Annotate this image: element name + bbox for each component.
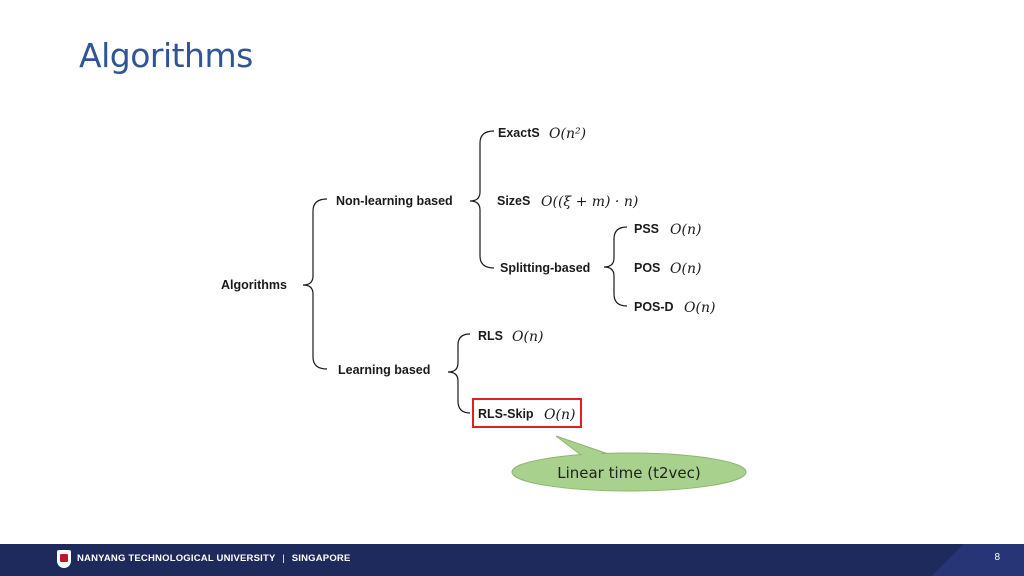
callout-text: Linear time (t2vec) bbox=[557, 464, 701, 482]
page-number: 8 bbox=[994, 552, 1000, 563]
linear-time-callout: Linear time (t2vec) bbox=[511, 435, 747, 492]
university-label: NANYANG TECHNOLOGICAL UNIVERSITY bbox=[77, 553, 276, 564]
footer-accent bbox=[914, 544, 1024, 576]
exacts-complexity: O(n²) bbox=[549, 126, 586, 142]
non-learning-label: Non-learning based bbox=[336, 194, 453, 208]
rls-skip-complexity: O(n) bbox=[544, 407, 575, 423]
non-learning-brace bbox=[469, 130, 495, 269]
pss-label: PSS bbox=[634, 222, 659, 236]
rls-label: RLS bbox=[478, 329, 503, 343]
learning-label: Learning based bbox=[338, 363, 430, 377]
splitting-brace bbox=[603, 226, 628, 307]
footer-bar: NANYANG TECHNOLOGICAL UNIVERSITY | SINGA… bbox=[0, 544, 1024, 576]
footer-separator: | bbox=[282, 553, 285, 564]
posd-label: POS-D bbox=[634, 300, 674, 314]
rls-skip-highlight-box bbox=[472, 398, 582, 428]
slide-title: Algorithms bbox=[79, 36, 253, 75]
pss-complexity: O(n) bbox=[670, 222, 701, 238]
root-label: Algorithms bbox=[221, 278, 287, 292]
learning-brace bbox=[447, 333, 471, 414]
sizes-label: SizeS bbox=[497, 194, 530, 208]
posd-complexity: O(n) bbox=[684, 300, 715, 316]
sizes-complexity: O((ξ + m) · n) bbox=[541, 194, 638, 210]
pos-label: POS bbox=[634, 261, 660, 275]
pos-complexity: O(n) bbox=[670, 261, 701, 277]
root-brace bbox=[302, 198, 328, 370]
algorithm-taxonomy-diagram: Algorithms Non-learning based ExactS O(n… bbox=[221, 126, 747, 492]
exacts-label: ExactS bbox=[498, 126, 540, 140]
university-name: NANYANG TECHNOLOGICAL UNIVERSITY | SINGA… bbox=[77, 553, 351, 564]
splitting-label: Splitting-based bbox=[500, 261, 590, 275]
rls-complexity: O(n) bbox=[512, 329, 543, 345]
rls-skip-label: RLS-Skip bbox=[478, 407, 534, 421]
location-label: SINGAPORE bbox=[291, 553, 351, 564]
ntu-crest-icon bbox=[57, 550, 71, 568]
